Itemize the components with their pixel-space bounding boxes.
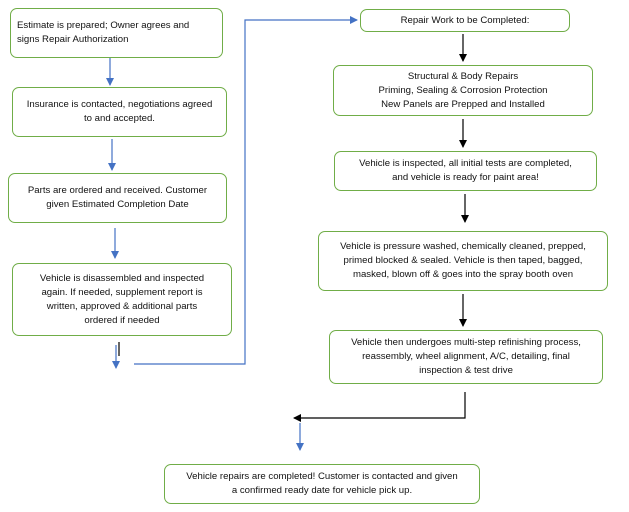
washed-box: Vehicle is pressure washed, chemically c…	[318, 231, 608, 291]
box-text-line: inspection & test drive	[419, 365, 513, 376]
refinishing-box: Vehicle then undergoes multi-step refini…	[329, 330, 603, 384]
inspected-box: Vehicle is inspected, all initial tests …	[334, 151, 597, 191]
box-text-line: Vehicle then undergoes multi-step refini…	[351, 337, 581, 348]
box-text-line: masked, blown off & goes into the spray …	[352, 269, 574, 280]
box-text-line: Parts are ordered and received. Customer	[27, 185, 208, 196]
box-text-line: reassembly, wheel alignment, A/C, detail…	[362, 351, 570, 362]
box-text-line: Repair Work to be Completed:	[400, 14, 530, 26]
box-text-line: Vehicle is pressure washed, chemically c…	[340, 241, 586, 252]
box-text-line: Insurance is contacted, negotiations agr…	[26, 99, 213, 110]
box-text-line: again. If needed, supplement report is	[41, 286, 203, 298]
box-text-line: Priming, Sealing & Corrosion Protection	[378, 84, 548, 96]
repair-work-box: Repair Work to be Completed:	[360, 9, 570, 32]
box-text-line: Structural & Body Repairs	[407, 70, 519, 82]
estimate-box: Estimate is prepared; Owner agrees and s…	[10, 8, 223, 58]
box-text-line: written, approved & additional parts	[46, 300, 198, 312]
box-text-line: Vehicle repairs are completed! Customer …	[186, 471, 458, 482]
box-text-line: signs Repair Authorization	[17, 34, 129, 45]
insurance-box: Insurance is contacted, negotiations agr…	[12, 87, 227, 137]
box-text-line: and vehicle is ready for paint area!	[392, 172, 539, 183]
box-text-line: Vehicle is inspected, all initial tests …	[359, 158, 572, 169]
arrow-left-to-right-connector	[134, 16, 358, 365]
box-text-line: to and accepted.	[84, 113, 155, 124]
box-text-line: primed blocked & sealed. Vehicle is then…	[343, 255, 583, 266]
parts-box: Parts are ordered and received. Customer…	[8, 173, 227, 223]
box-text-line: a confirmed ready date for vehicle pick …	[231, 485, 413, 496]
completed-box: Vehicle repairs are completed! Customer …	[164, 464, 480, 504]
box-text-line: given Estimated Completion Date	[46, 199, 189, 210]
box-text-line: ordered if needed	[84, 314, 160, 326]
structural-box: Structural & Body Repairs Priming, Seali…	[333, 65, 593, 116]
arrow-refinishing-to-left	[293, 392, 466, 422]
box-text-line: New Panels are Prepped and Installed	[381, 98, 545, 110]
box-text-line: Estimate is prepared; Owner agrees and	[17, 20, 190, 31]
box-text-line: Vehicle is disassembled and inspected	[39, 272, 205, 284]
disassembled-box: Vehicle is disassembled and inspected ag…	[12, 263, 232, 336]
